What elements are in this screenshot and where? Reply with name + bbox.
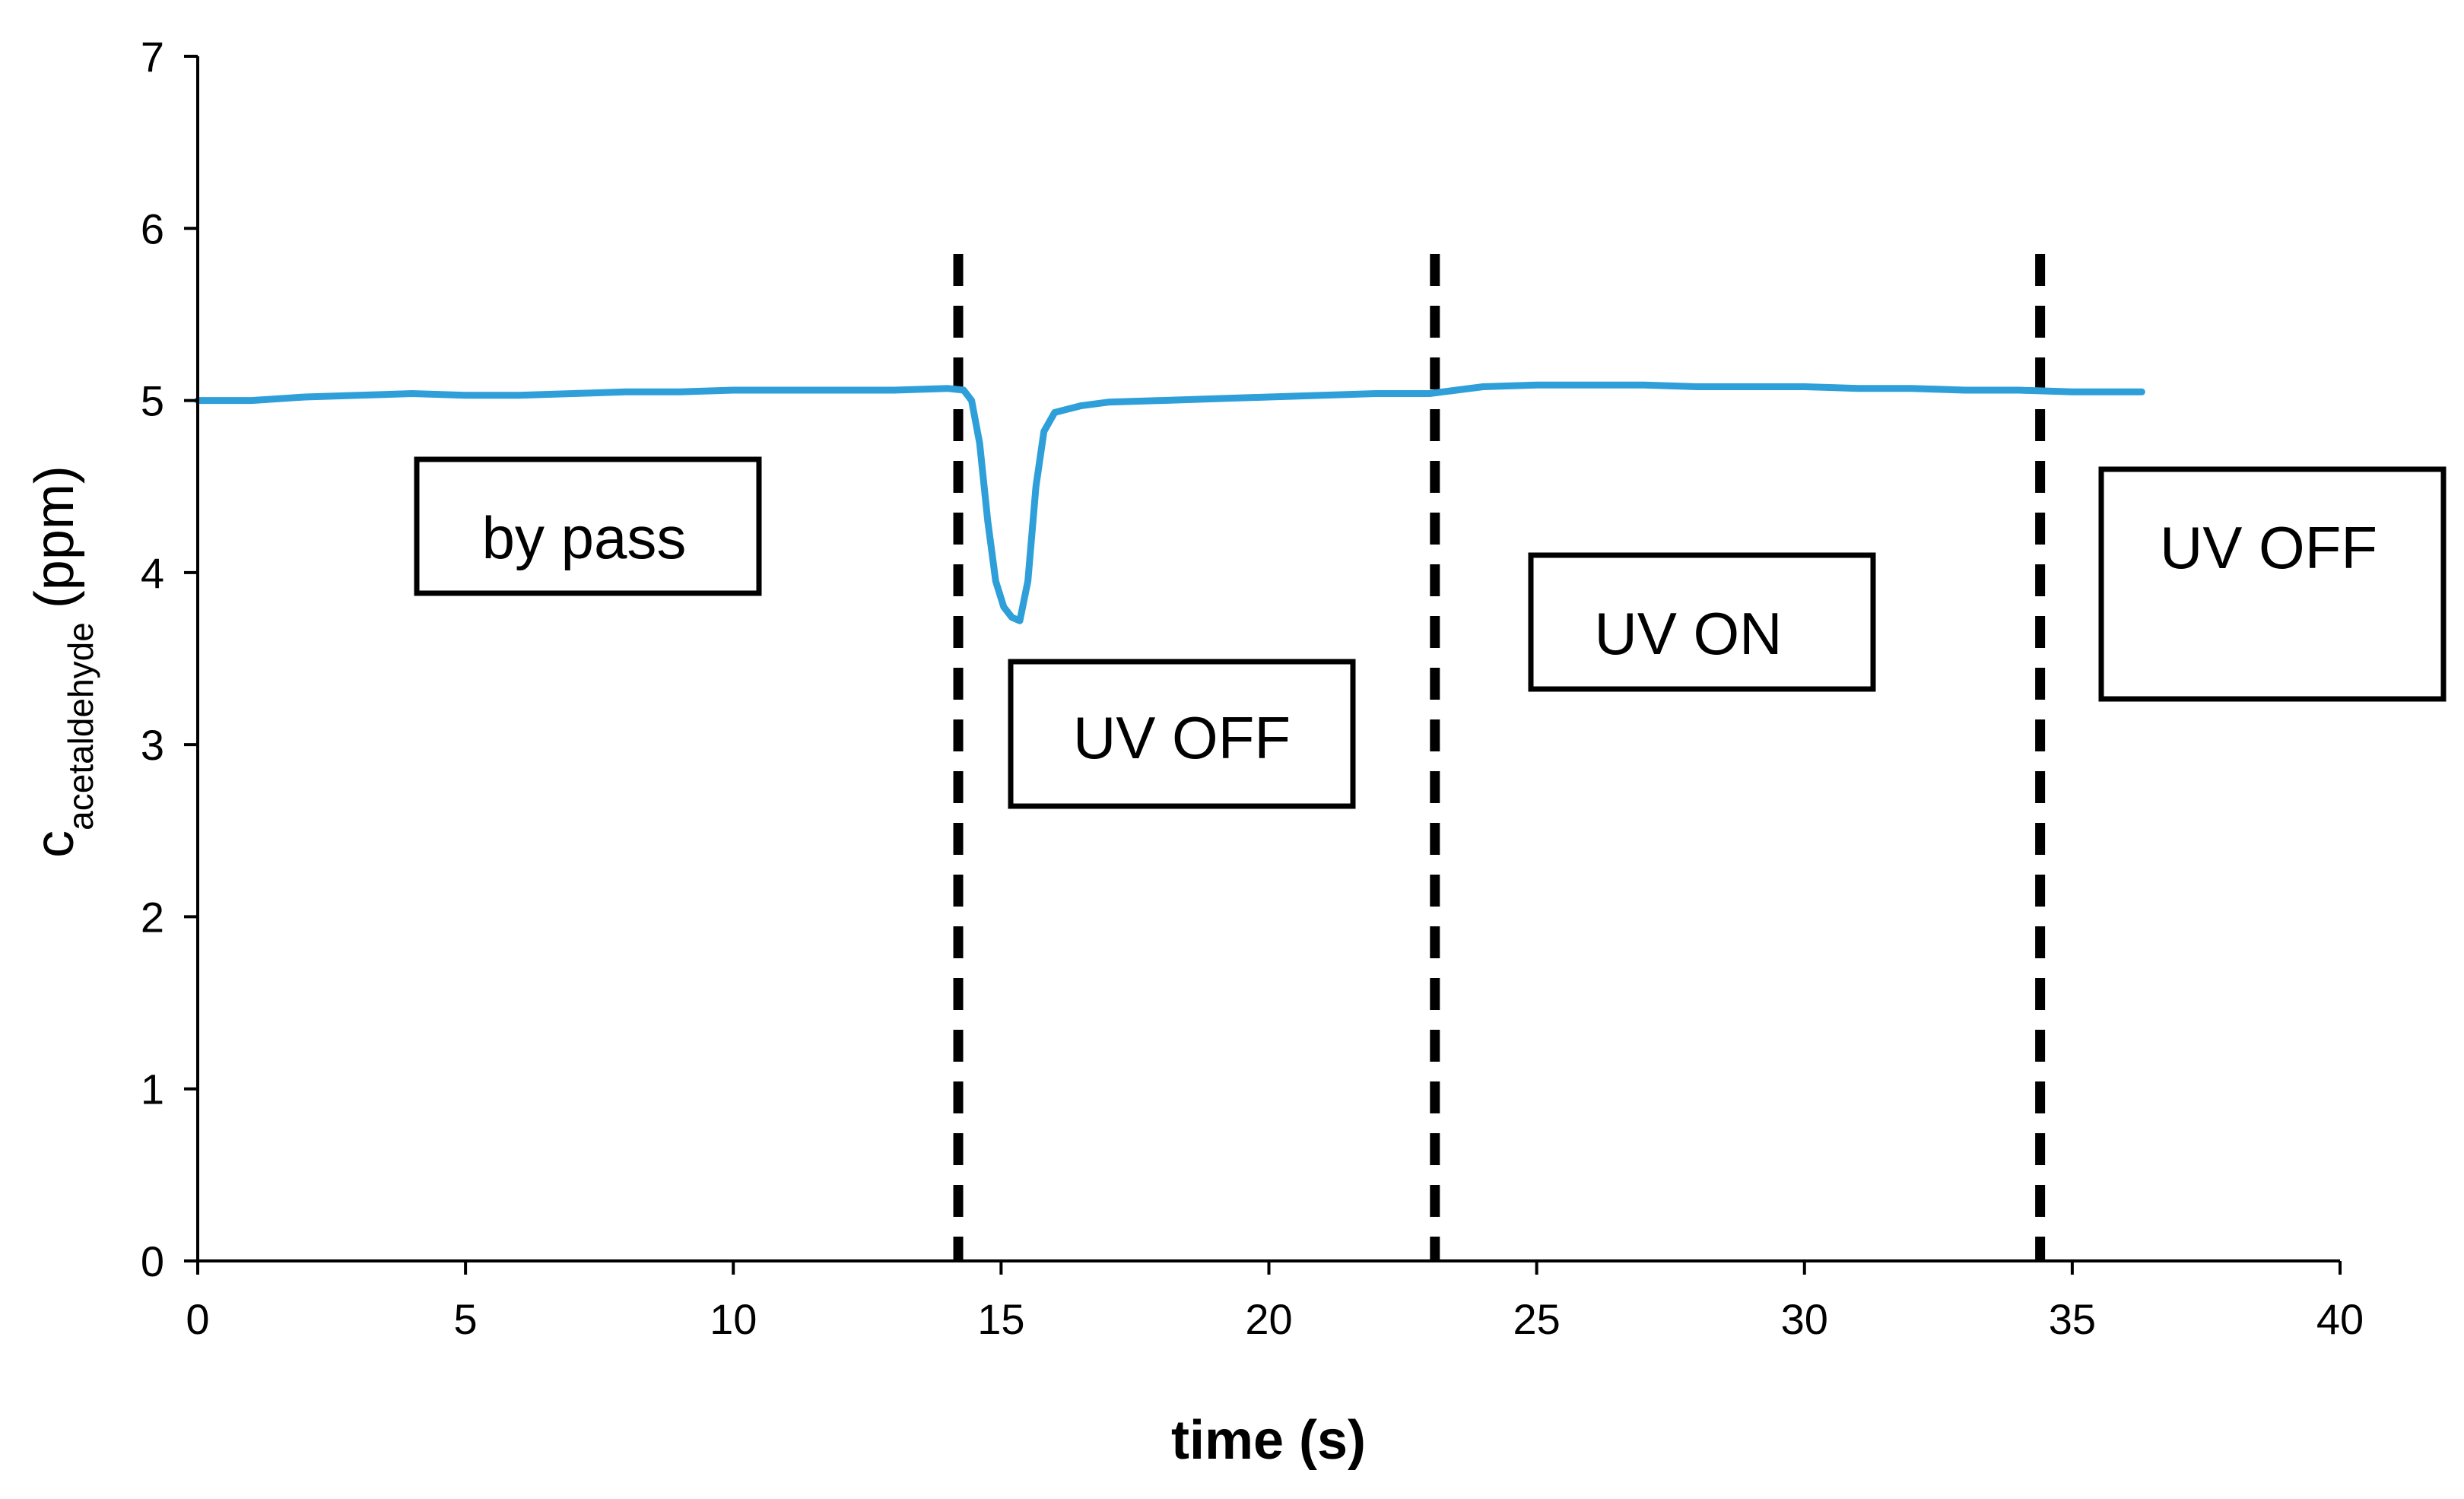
y-tick-label: 7 xyxy=(141,33,164,81)
annotations: by pass UV OFF UV ON UV OFF xyxy=(414,456,2447,809)
annotation-box xyxy=(2098,466,2447,702)
axes xyxy=(196,56,2340,1262)
x-tick-label: 25 xyxy=(1513,1295,1560,1343)
y-tick-label: 6 xyxy=(141,205,164,252)
x-tick-label: 0 xyxy=(186,1295,209,1343)
x-ticks: 0 5 10 15 20 25 30 35 40 xyxy=(186,1261,2364,1343)
annotation-label: UV OFF xyxy=(2160,514,2377,581)
x-tick-label: 20 xyxy=(1245,1295,1292,1343)
x-tick-label: 15 xyxy=(977,1295,1024,1343)
phase-divider-lines xyxy=(953,254,2046,1261)
y-axis-title-subscript: acetaldehyde xyxy=(61,622,100,830)
y-tick-label: 5 xyxy=(141,377,164,425)
y-tick-label: 4 xyxy=(141,549,164,597)
y-tick-label: 3 xyxy=(141,721,164,769)
y-tick-label: 0 xyxy=(141,1237,164,1285)
annotation-box xyxy=(1008,659,1356,809)
y-ticks: 0 1 2 3 4 5 6 7 xyxy=(141,33,198,1285)
y-axis-title-unit: (ppm) xyxy=(24,465,85,608)
x-tick-label: 5 xyxy=(454,1295,478,1343)
annotation-box xyxy=(414,456,762,596)
x-tick-label: 10 xyxy=(710,1295,757,1343)
x-axis-title: time (s) xyxy=(1171,1410,1366,1471)
annotation-label: UV ON xyxy=(1594,600,1782,667)
annotation-label: UV OFF xyxy=(1073,704,1291,771)
y-tick-label: 2 xyxy=(141,893,164,941)
x-tick-label: 30 xyxy=(1781,1295,1828,1343)
y-tick-label: 1 xyxy=(141,1065,164,1113)
y-axis-title: cacetaldehyde (ppm) xyxy=(24,465,100,858)
annotation-label: by pass xyxy=(482,504,687,571)
x-tick-label: 35 xyxy=(2049,1295,2096,1343)
series-layer xyxy=(194,381,2145,624)
series-line xyxy=(194,381,2145,624)
y-axis-title-main: c xyxy=(24,830,85,858)
annotation-box xyxy=(1528,552,1876,692)
x-tick-label: 40 xyxy=(2316,1295,2364,1343)
